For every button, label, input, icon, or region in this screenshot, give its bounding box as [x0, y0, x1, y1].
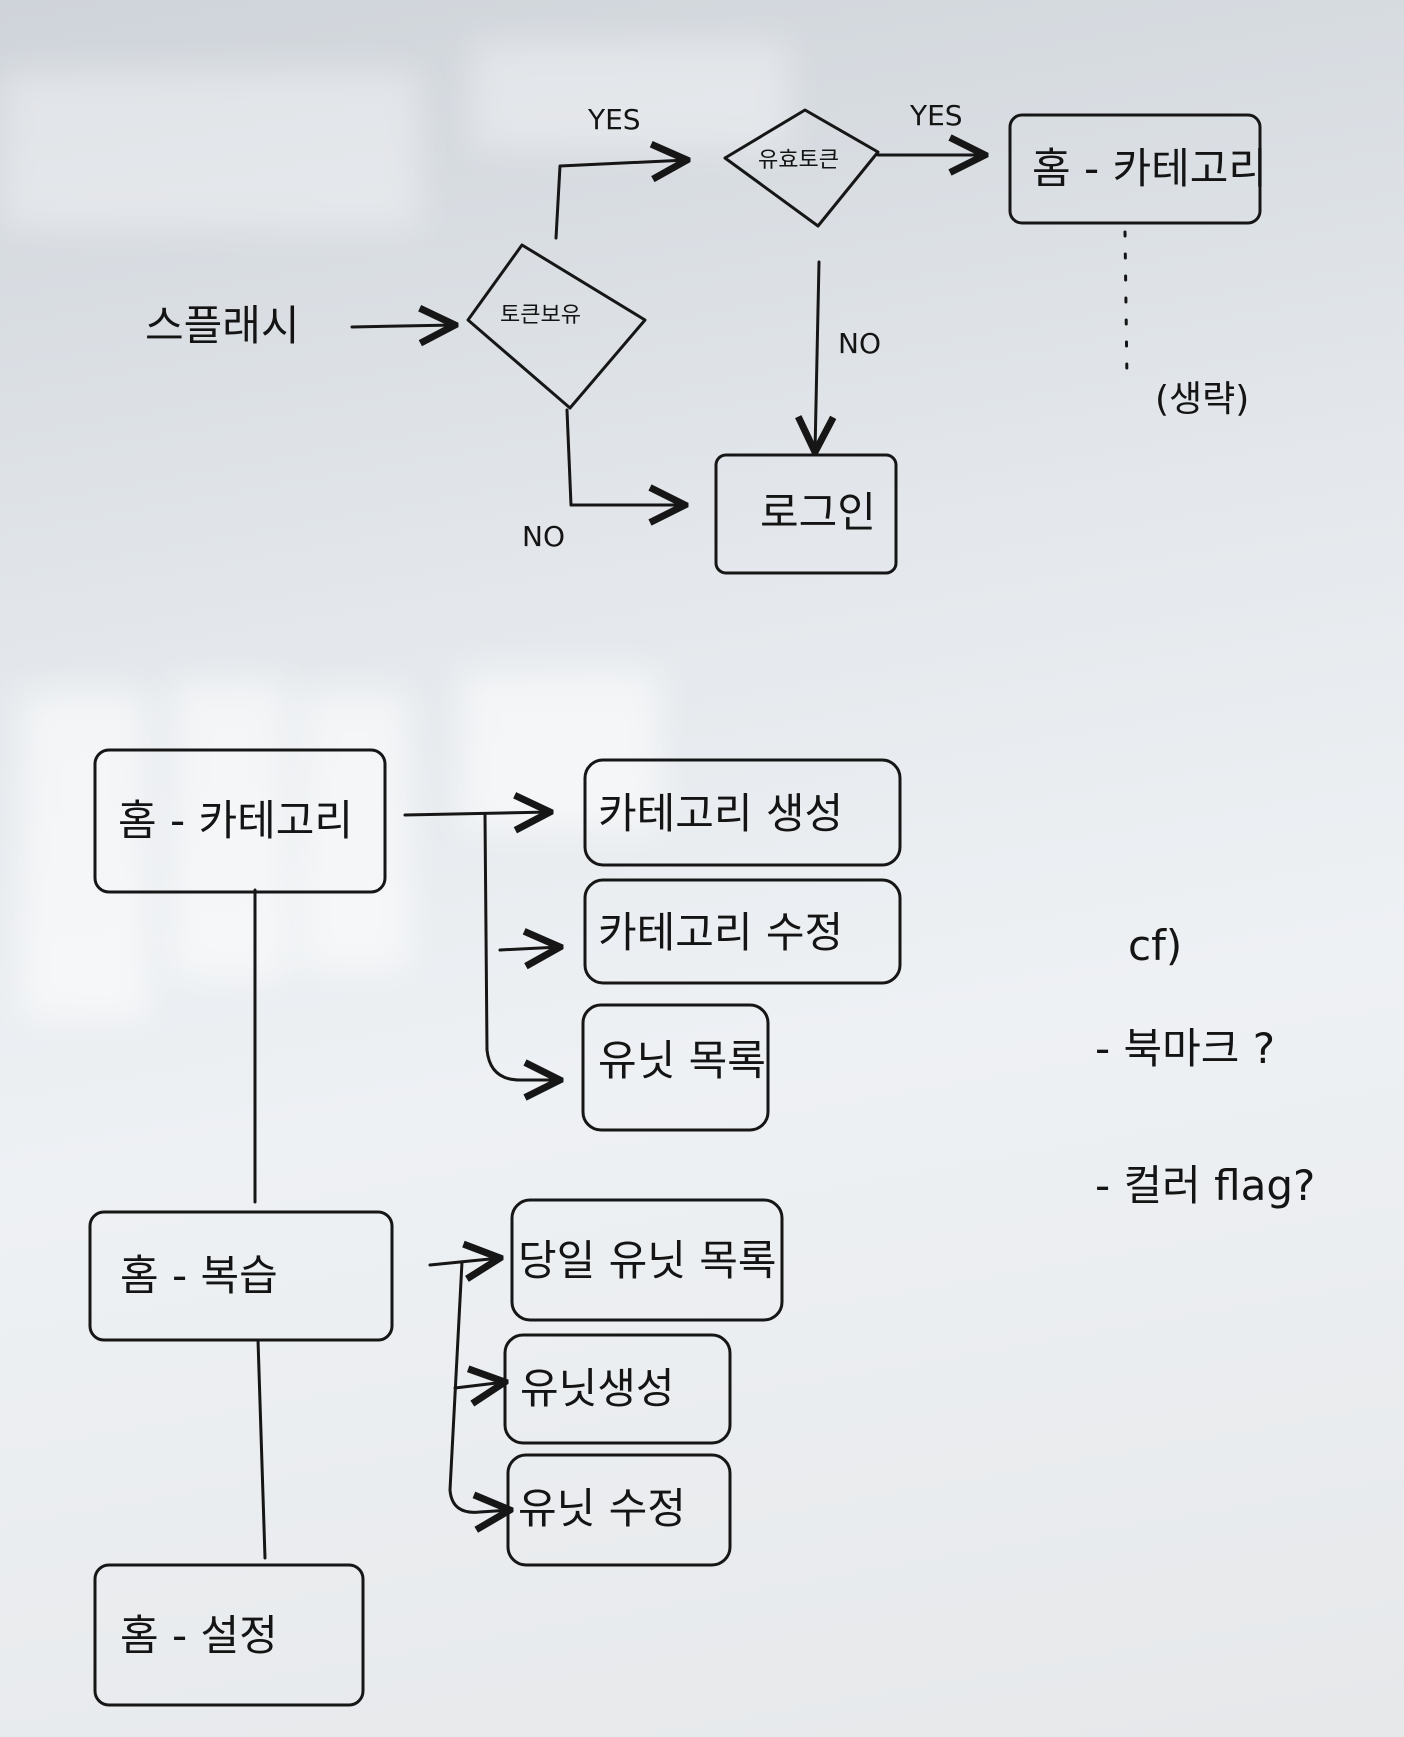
box-category-edit [583, 878, 902, 985]
window-reflection [170, 680, 290, 980]
box-home-category-top [1008, 113, 1262, 225]
label-splash: 스플래시 [145, 301, 300, 350]
label-home-category-top: 홈 - 카테고리 [1032, 144, 1268, 193]
light-reflection [0, 70, 420, 230]
link-review-to-settings [256, 1338, 267, 1560]
arrow-to-category-edit [498, 947, 560, 950]
label-valid-token: 유효토큰 [758, 148, 839, 173]
label-category-create: 카테고리 생성 [598, 789, 844, 838]
label-no-1: NO [838, 327, 881, 360]
arrow-yes-to-valid [554, 160, 687, 240]
label-unit-create: 유닛생성 [520, 1364, 675, 1413]
window-reflection [20, 690, 150, 1020]
arrow-to-unit-edit [448, 1260, 510, 1512]
decision-valid-diamond [723, 108, 880, 228]
label-today-unit-list: 당일 유닛 목록 [518, 1236, 777, 1285]
box-home-settings [93, 1563, 365, 1707]
label-category-edit: 카테고리 수정 [598, 908, 844, 957]
box-home-review [88, 1210, 394, 1342]
box-unit-list [581, 1003, 770, 1132]
box-today-unit-list [510, 1198, 784, 1322]
window-reflection [460, 670, 660, 830]
box-category-create [583, 758, 902, 867]
arrow-no-token-to-login [565, 408, 685, 505]
box-unit-edit [506, 1453, 732, 1567]
window-reflection [300, 690, 410, 970]
note-header: cf) [1128, 921, 1183, 970]
arrow-no-to-login [815, 260, 819, 452]
label-no-2: NO [522, 520, 565, 553]
arrow-to-unit-create [453, 1382, 505, 1388]
dotted-continuation [1123, 230, 1129, 382]
label-omitted: (생략) [1155, 379, 1250, 420]
label-yes-2: YES [910, 99, 963, 132]
arrow-splash-to-token [350, 325, 455, 327]
label-unit-edit: 유닛 수정 [518, 1484, 686, 1533]
note-color-flag: - 컬러 flag? [1095, 1161, 1316, 1210]
box-unit-create [503, 1333, 732, 1445]
label-home-settings: 홈 - 설정 [120, 1611, 278, 1660]
arrow-to-unit-list [483, 813, 560, 1080]
arrow-to-category-create [403, 812, 550, 815]
label-home-review: 홈 - 복습 [120, 1251, 278, 1300]
label-home-category: 홈 - 카테고리 [118, 796, 354, 845]
label-unit-list: 유닛 목록 [598, 1036, 766, 1085]
arrow-to-today-units [428, 1258, 500, 1265]
label-token-check: 토큰보유 [500, 303, 581, 328]
label-login: 로그인 [760, 488, 876, 537]
box-home-category [93, 748, 387, 894]
light-reflection [470, 40, 790, 150]
note-bookmark: - 북마크 ? [1095, 1024, 1276, 1073]
box-login [714, 453, 898, 575]
label-yes-1: YES [588, 103, 641, 136]
decision-token-diamond [466, 243, 647, 410]
